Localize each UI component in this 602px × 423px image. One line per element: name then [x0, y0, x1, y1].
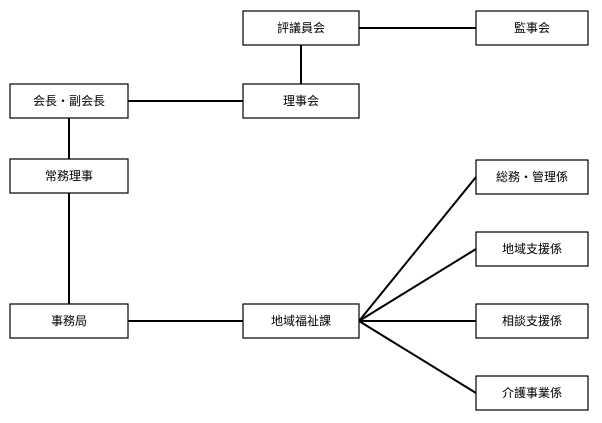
- node-community-support: 地域支援係: [475, 231, 589, 267]
- node-secretariat: 事務局: [9, 303, 129, 339]
- node-president-label: 会長・副会長: [33, 94, 105, 108]
- node-care-business-label: 介護事業係: [502, 385, 562, 400]
- node-board-label: 理事会: [283, 94, 319, 108]
- edge-welfare-care-business: [358, 320, 477, 394]
- node-welfare-section: 地域福祉課: [242, 303, 360, 339]
- node-council-label: 評議員会: [277, 20, 325, 35]
- edge-welfare-general-affairs: [358, 176, 477, 322]
- node-secretariat-label: 事務局: [51, 314, 87, 328]
- connectors: [68, 27, 477, 394]
- node-community-support-label: 地域支援係: [502, 242, 562, 256]
- node-auditors: 監事会: [475, 10, 589, 46]
- node-general-affairs-label: 総務・管理係: [496, 169, 568, 184]
- node-consultation-support: 相談支援係: [475, 303, 589, 339]
- node-auditors-label: 監事会: [514, 20, 550, 35]
- node-board: 理事会: [242, 83, 360, 119]
- nodes: 評議員会 監事会 会長・副会長 理事会 常務理事 事務局 地域福祉課 総務・管: [9, 10, 589, 411]
- node-president: 会長・副会長: [9, 83, 129, 119]
- node-consultation-support-label: 相談支援係: [502, 313, 562, 328]
- edge-welfare-community-support: [358, 248, 477, 322]
- node-council: 評議員会: [242, 10, 360, 46]
- node-managing-director: 常務理事: [9, 158, 129, 194]
- node-welfare-section-label: 地域福祉課: [271, 313, 331, 328]
- node-care-business: 介護事業係: [475, 375, 589, 411]
- node-general-affairs: 総務・管理係: [475, 159, 589, 195]
- node-managing-director-label: 常務理事: [45, 169, 93, 183]
